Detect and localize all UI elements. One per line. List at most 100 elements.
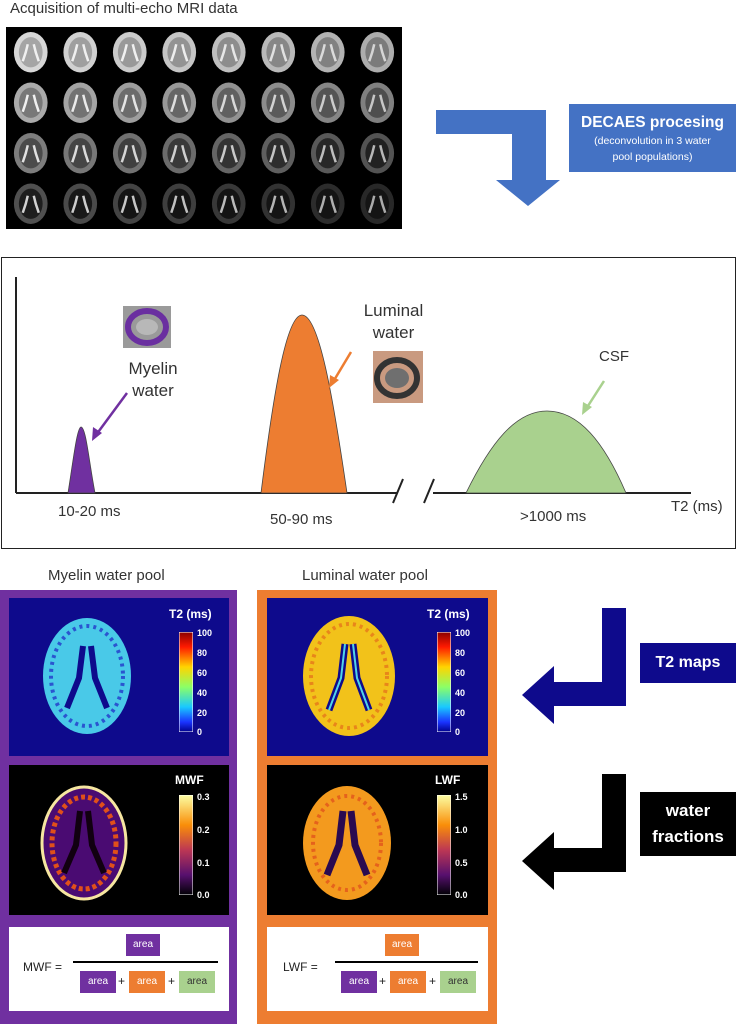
decaes-subtitle-line2: pool populations): [612, 151, 693, 163]
luminal-pool-title: Luminal water pool: [302, 567, 428, 584]
t2-tick: 0: [197, 727, 203, 737]
mri-slice-thumbnail: [310, 82, 345, 123]
mri-slice-thumbnail: [112, 133, 147, 174]
myelin-t2-brain-image: [43, 618, 131, 734]
lwf-map: LWF 1.5 1.0 0.5 0.0: [267, 765, 488, 915]
lwf-formula-lhs: LWF =: [283, 960, 318, 974]
mwf-label: MWF: [175, 773, 204, 787]
denominator-area-luminal: area: [390, 971, 426, 993]
lwf-label: LWF: [435, 773, 461, 787]
luminal-t2-label: T2 (ms): [427, 607, 470, 621]
water-fractions-arrow-icon: [522, 774, 626, 890]
numerator-area-luminal: area: [385, 934, 419, 956]
myelin-pool-title: Myelin water pool: [48, 567, 165, 584]
denominator-area-csf: area: [440, 971, 476, 993]
mri-slice-thumbnail: [261, 133, 296, 174]
myelin-arrowhead-icon: [92, 427, 102, 441]
mri-slice-thumbnail: [360, 183, 395, 224]
lwf-brain-image: [303, 786, 391, 900]
t2-maps-box: T2 maps: [640, 643, 736, 683]
myelin-range-label: 10-20 ms: [58, 503, 121, 520]
bent-arrow-down-icon: [436, 110, 560, 206]
numerator-area-myelin: area: [126, 934, 160, 956]
mri-slice-thumbnail: [162, 82, 197, 123]
mri-slice-thumbnail: [13, 82, 48, 123]
fraction-bar: [335, 961, 478, 963]
mri-slice-thumbnail: [211, 82, 246, 123]
mwf-tick: 0.2: [197, 825, 210, 835]
mri-slice-thumbnail: [310, 32, 345, 73]
t2-tick: 0: [455, 727, 461, 737]
mwf-tick: 0.1: [197, 858, 210, 868]
luminal-peak: [260, 314, 348, 494]
mri-slice-thumbnail: [63, 32, 98, 73]
mri-slice-thumbnail: [63, 82, 98, 123]
t2-spectrum-panel: Myelin water Luminal water CSF 10-20 ms …: [1, 257, 736, 549]
t2-colorbar: [179, 632, 193, 732]
mri-slice-thumbnail: [261, 82, 296, 123]
mri-slice-thumbnail: [13, 183, 48, 224]
water-fractions-box: water fractions: [640, 792, 736, 856]
myelin-peak: [67, 426, 96, 494]
acquisition-title: Acquisition of multi-echo MRI data: [10, 0, 238, 17]
mwf-tick: 0.0: [197, 890, 210, 900]
lwf-formula: LWF = area area + area + area: [267, 927, 488, 1011]
denominator-area-csf: area: [179, 971, 215, 993]
mri-slice-thumbnail: [162, 32, 197, 73]
luminal-water-label: Luminal water: [356, 300, 431, 344]
csf-arrowhead-icon: [582, 402, 592, 415]
luminal-pointer-arrow: [331, 351, 353, 383]
myelin-label-line2: water: [132, 381, 174, 400]
myelin-pool-panel: T2 (ms) 100 80 60 40 20 0 MWF: [0, 590, 237, 1024]
mri-slice-thumbnail: [112, 183, 147, 224]
mri-slice-thumbnail: [211, 133, 246, 174]
mri-echo-grid: [6, 27, 402, 229]
decaes-title: DECAES procesing: [581, 114, 724, 131]
decaes-subtitle-line1: (deconvolution in 3 water: [594, 135, 711, 147]
csf-range-label: >1000 ms: [520, 508, 587, 525]
t2-tick: 100: [455, 628, 471, 638]
lwf-tick: 1.0: [455, 825, 468, 835]
water-fractions-line1: water: [665, 801, 711, 820]
t2-tick: 100: [197, 628, 213, 638]
t2-maps-arrow-icon: [522, 608, 626, 724]
luminal-arrowhead-icon: [329, 375, 339, 388]
mri-slice-thumbnail: [13, 133, 48, 174]
mri-slice-thumbnail: [360, 32, 395, 73]
mri-slice-thumbnail: [310, 183, 345, 224]
plus-sign: +: [118, 974, 126, 988]
mri-slice-thumbnail: [211, 183, 246, 224]
plus-sign: +: [379, 974, 387, 988]
fraction-bar: [73, 961, 218, 963]
axis-break-right: [423, 478, 435, 504]
lwf-tick: 0.5: [455, 858, 468, 868]
t2-tick: 20: [455, 708, 466, 718]
mri-slice-thumbnail: [261, 183, 296, 224]
x-axis-label: T2 (ms): [671, 498, 723, 515]
mri-slice-thumbnail: [162, 133, 197, 174]
t2-colorbar: [437, 632, 451, 732]
mri-slice-thumbnail: [360, 82, 395, 123]
luminal-t2-brain-image: [303, 616, 395, 736]
decaes-processing-box: DECAES procesing (deconvolution in 3 wat…: [569, 104, 736, 172]
myelin-histology-thumbnail: [123, 306, 171, 348]
mwf-tick: 0.3: [197, 792, 210, 802]
mwf-formula-lhs: MWF =: [23, 960, 62, 974]
axis-break-left: [392, 478, 404, 504]
t2-tick: 60: [455, 668, 466, 678]
lwf-tick: 1.5: [455, 792, 468, 802]
csf-peak: [465, 410, 627, 494]
mwf-brain-image: [40, 785, 128, 901]
myelin-pointer-arrow: [94, 392, 129, 436]
luminal-label-line1: Luminal: [363, 301, 424, 320]
t2-tick: 80: [455, 648, 466, 658]
plus-sign: +: [168, 974, 176, 988]
myelin-t2-map: T2 (ms) 100 80 60 40 20 0: [9, 598, 229, 756]
t2-tick: 40: [197, 688, 208, 698]
mwf-map: MWF 0.3 0.2 0.1 0.0: [9, 765, 229, 915]
t2-tick: 20: [197, 708, 208, 718]
mwf-formula: MWF = area area + area + area: [9, 927, 229, 1011]
lwf-tick: 0.0: [455, 890, 468, 900]
mwf-colorbar: [179, 795, 193, 895]
myelin-water-label: Myelin water: [122, 358, 184, 402]
